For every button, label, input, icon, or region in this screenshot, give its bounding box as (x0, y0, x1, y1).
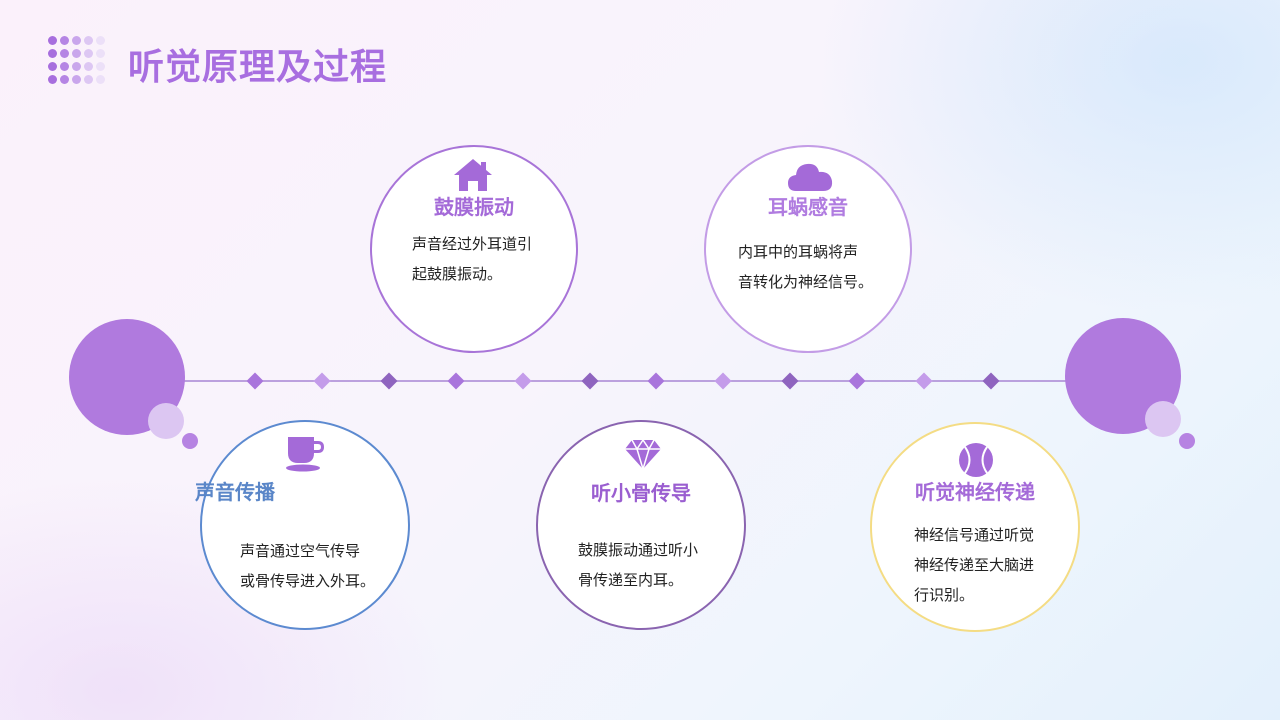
timeline-marker (313, 372, 331, 390)
step-node-eardrum-vibration: 鼓膜振动 声音经过外耳道引 起鼓膜振动。 (370, 145, 578, 353)
step-title: 耳蜗感音 (768, 195, 848, 219)
cloud-icon (788, 163, 833, 191)
house-icon (454, 159, 492, 191)
step-text: 神经信号通过听觉 神经传递至大脑进 行识别。 (914, 526, 1035, 604)
timeline-marker (581, 372, 599, 390)
left-bubbles (69, 319, 198, 449)
timeline-marker (915, 372, 933, 390)
step-title: 声音传播 (195, 480, 275, 504)
cup-icon (286, 437, 324, 472)
left-big-bubble (69, 319, 185, 435)
step-node-ossicle-conduction: 听小骨传导 鼓膜振动通过听小 骨传递至内耳。 (536, 420, 746, 630)
right-small-bubble (1145, 401, 1181, 437)
step-title: 听觉神经传递 (915, 480, 1035, 504)
diamond-icon (625, 438, 661, 470)
step-title: 听小骨传导 (591, 481, 691, 505)
timeline-marker (246, 372, 264, 390)
timeline-marker (514, 372, 532, 390)
ball-icon (959, 443, 993, 477)
timeline-marker (647, 372, 665, 390)
timeline-markers (246, 372, 1000, 390)
step-text: 声音通过空气传导 或骨传导进入外耳。 (240, 542, 376, 590)
timeline-marker (380, 372, 398, 390)
step-text: 内耳中的耳蜗将声 音转化为神经信号。 (738, 243, 874, 291)
step-title: 鼓膜振动 (434, 195, 514, 219)
step-text: 声音经过外耳道引 起鼓膜振动。 (412, 235, 533, 283)
timeline-marker (447, 372, 465, 390)
page-title: 听觉原理及过程 (128, 47, 388, 88)
decorative-dots (48, 36, 105, 84)
timeline-marker (982, 372, 1000, 390)
step-node-sound-propagation: 声音传播 声音通过空气传导 或骨传导进入外耳。 (195, 420, 410, 630)
left-small-bubble (148, 403, 184, 439)
step-node-auditory-nerve: 听觉神经传递 神经信号通过听觉 神经传递至大脑进 行识别。 (870, 422, 1080, 632)
right-bubbles (1065, 318, 1195, 449)
timeline-marker (714, 372, 732, 390)
timeline-marker (781, 372, 799, 390)
timeline-marker (848, 372, 866, 390)
step-node-cochlea-sensing: 耳蜗感音 内耳中的耳蜗将声 音转化为神经信号。 (704, 145, 912, 353)
left-dot-bubble (182, 433, 198, 449)
right-dot-bubble (1179, 433, 1195, 449)
step-text: 鼓膜振动通过听小 骨传递至内耳。 (578, 541, 699, 589)
